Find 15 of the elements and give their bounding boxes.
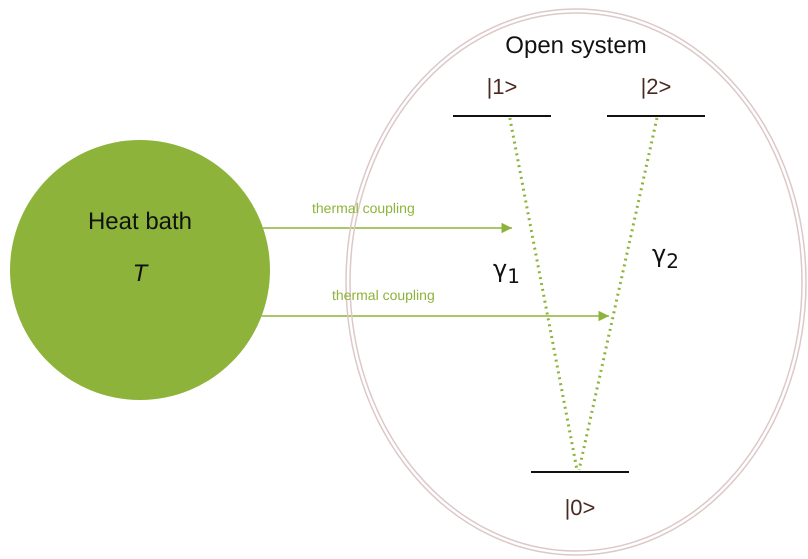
arrow (263, 222, 512, 234)
system-title: Open system (504, 32, 648, 60)
edge-label: thermal coupling (312, 200, 415, 216)
dotted-line (508, 118, 579, 470)
temperature-symbol: T (132, 260, 150, 288)
dotted-line (578, 118, 658, 470)
node-title: Heat bath (86, 208, 194, 236)
state-label: |2> (640, 74, 672, 100)
edge-label: γ$_{2}$ (652, 240, 679, 273)
arrow (262, 310, 609, 322)
energy-level (531, 471, 629, 521)
edge-label: γ$_{1}$ (493, 255, 520, 288)
edge-label: thermal coupling (332, 287, 435, 303)
state-label: |0> (564, 495, 596, 521)
state-label: |1> (486, 74, 518, 100)
